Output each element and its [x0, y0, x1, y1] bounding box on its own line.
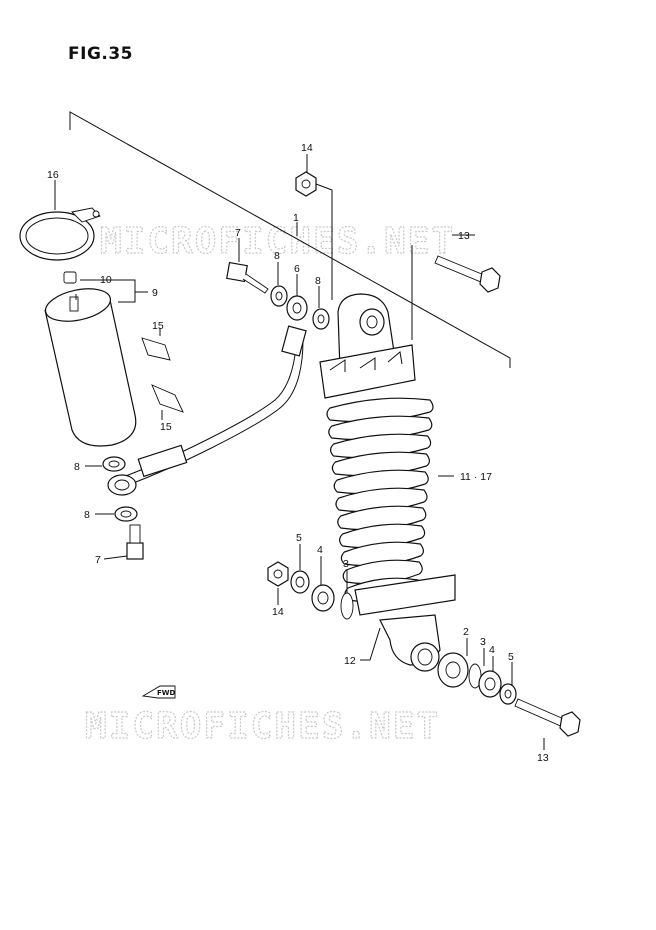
banjo-bolts-7 — [126, 261, 269, 560]
figure-title: FIG.35 — [68, 44, 134, 64]
callout-5-left: 5 — [296, 532, 302, 544]
shock-absorber — [319, 293, 456, 672]
callout-14-bottom: 14 — [272, 606, 284, 618]
upper-washer-stack — [290, 570, 354, 620]
fwd-label: FWD — [157, 689, 176, 697]
callout-10: 10 — [100, 274, 112, 286]
callout-3-left: 3 — [343, 558, 349, 570]
valve-cap — [63, 271, 118, 284]
callout-9: 9 — [152, 287, 158, 299]
callout-8-left-top: 8 — [74, 461, 80, 473]
spring-coils — [326, 397, 434, 603]
callout-7-top: 7 — [235, 227, 241, 239]
washers-8 — [102, 285, 330, 522]
callout-15-top: 15 — [152, 320, 164, 332]
watermark-bottom: MICROFICHES.NET — [85, 706, 440, 747]
callout-1: 1 — [293, 212, 299, 224]
callout-2: 2 — [463, 626, 469, 638]
callout-8-left-bottom: 8 — [84, 509, 90, 521]
nuts-14 — [267, 171, 317, 587]
hose-assembly — [107, 295, 308, 496]
callout-5-right: 5 — [508, 651, 514, 663]
lower-bushing-stack — [437, 652, 517, 705]
callout-7-bottom: 7 — [95, 554, 101, 566]
callout-4-left: 4 — [317, 544, 323, 556]
callout-16: 16 — [47, 169, 59, 181]
hose-clamp — [19, 180, 101, 261]
assembly-bracket — [69, 111, 511, 368]
callouts: 16 10 9 15 15 8 8 7 7 8 6 8 1 14 13 11 ·… — [47, 142, 549, 764]
callout-14-top: 14 — [301, 142, 313, 154]
mounting-bolts-13 — [434, 255, 581, 737]
callout-13-bottom: 13 — [537, 752, 549, 764]
callout-8-mid: 8 — [274, 250, 280, 262]
leader-lines — [85, 154, 545, 750]
callout-12: 12 — [344, 655, 356, 667]
callout-6: 6 — [294, 263, 300, 275]
callout-15-bottom: 15 — [160, 421, 172, 433]
reservoir-tank — [44, 279, 148, 447]
callout-8-right: 8 — [315, 275, 321, 287]
labels-15 — [141, 328, 184, 420]
fwd-arrow-icon: FWD — [141, 685, 176, 699]
callout-13-top: 13 — [458, 230, 470, 242]
callout-11-17: 11 · 17 — [460, 471, 492, 483]
callout-3-right: 3 — [480, 636, 486, 648]
callout-4-right: 4 — [489, 644, 495, 656]
